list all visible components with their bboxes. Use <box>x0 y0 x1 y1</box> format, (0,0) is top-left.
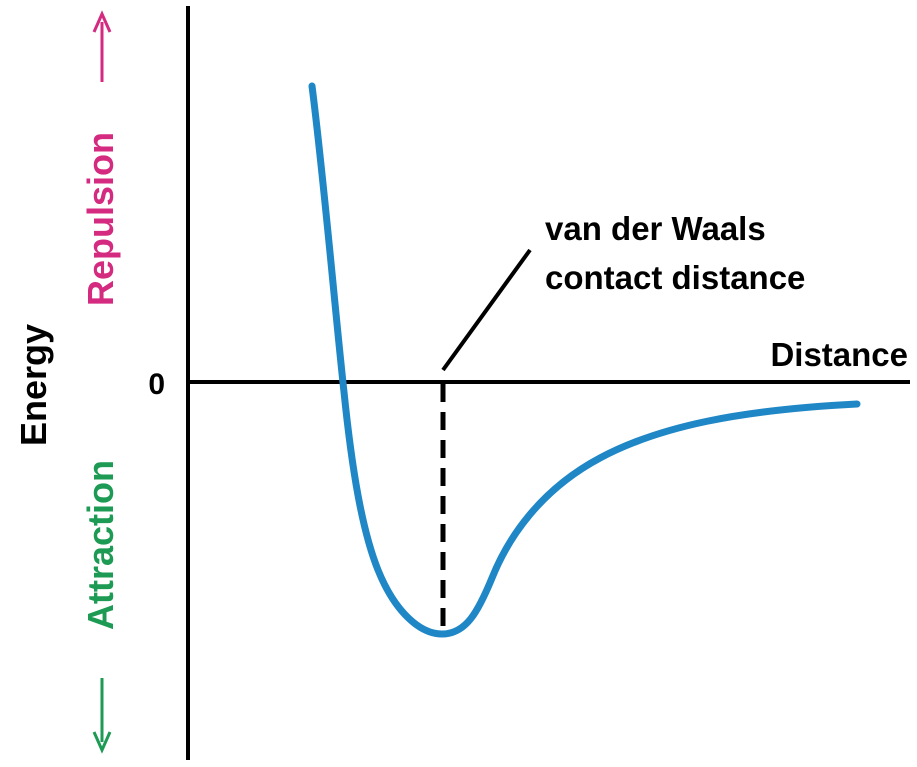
annotation-line-1: van der Waals <box>545 210 766 247</box>
energy-axis-label: Energy <box>13 324 54 446</box>
repulsion-arrow-icon <box>92 10 112 82</box>
zero-label: 0 <box>148 368 165 401</box>
attraction-arrow-icon <box>92 678 112 754</box>
annotation-line-2: contact distance <box>545 259 805 296</box>
distance-axis-label: Distance <box>770 336 908 373</box>
attraction-label: Attraction <box>80 460 121 630</box>
potential-energy-curve <box>308 82 861 638</box>
annotation-leader-line <box>441 248 532 372</box>
repulsion-label: Repulsion <box>80 132 121 306</box>
